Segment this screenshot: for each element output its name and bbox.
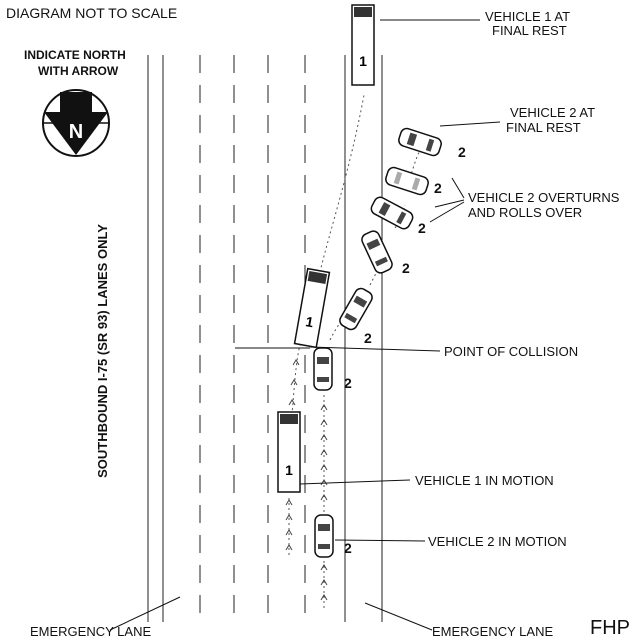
point-of-collision-label: POINT OF COLLISION xyxy=(444,344,578,359)
vehicle-2-final-rest xyxy=(398,127,442,157)
vehicle-1-in-motion: 1 xyxy=(277,411,301,493)
vehicle-2-at-collision xyxy=(313,347,333,391)
road xyxy=(147,55,383,622)
agency-mark: FHP xyxy=(590,617,630,639)
v1-final-rest-label-line2: FINAL REST xyxy=(492,23,567,38)
emergency-lane-right-label: EMERGENCY LANE xyxy=(432,624,553,639)
vehicle-1-final-label: 1 xyxy=(359,53,367,69)
v2-overturns-label-line1: VEHICLE 2 OVERTURNS xyxy=(468,190,620,205)
vehicle-1-motion-label: 1 xyxy=(285,462,293,478)
vehicle-2-final-label: 2 xyxy=(458,144,466,160)
vehicle-2-overturning-2-label: 2 xyxy=(434,180,442,196)
north-instruction-line1: INDICATE NORTH xyxy=(24,48,126,62)
vehicle-2-overturning-1-label: 2 xyxy=(418,220,426,236)
vehicle-2-rotating-1 xyxy=(339,287,373,331)
vehicle-1-at-collision: 1 xyxy=(293,267,331,349)
north-letter: N xyxy=(69,121,83,143)
north-arrow-icon: N xyxy=(42,89,110,157)
vehicle-2-overturning-1 xyxy=(370,196,414,230)
north-instruction-line2: WITH ARROW xyxy=(38,64,119,78)
road-name: SOUTHBOUND I-75 (SR 93) LANES ONLY xyxy=(95,224,110,478)
vehicle-2-rotating-2-label: 2 xyxy=(402,260,410,276)
vehicle-2-rotating-2 xyxy=(361,230,393,274)
v2-final-rest-label-line1: VEHICLE 2 AT xyxy=(510,105,595,120)
v1-final-rest-label-line1: VEHICLE 1 AT xyxy=(485,9,570,24)
emergency-lane-left-label: EMERGENCY LANE xyxy=(30,624,151,639)
vehicle-1-collision-label: 1 xyxy=(304,313,315,330)
vehicle-2-collision-label: 2 xyxy=(344,375,352,391)
vehicle-1-path-arrows xyxy=(285,359,300,551)
vehicle-1-final-rest: 1 xyxy=(351,4,375,86)
v2-final-rest-label-line2: FINAL REST xyxy=(506,120,581,135)
vehicle-2-rotating-1-label: 2 xyxy=(364,330,372,346)
vehicle-2-in-motion xyxy=(314,514,334,558)
scale-note: DIAGRAM NOT TO SCALE xyxy=(6,5,177,21)
vehicle-2-overturning-2 xyxy=(385,166,429,196)
v2-overturns-label-line2: AND ROLLS OVER xyxy=(468,205,582,220)
v1-in-motion-label: VEHICLE 1 IN MOTION xyxy=(415,473,554,488)
vehicle-2-path-arrows xyxy=(320,404,328,601)
v2-in-motion-label: VEHICLE 2 IN MOTION xyxy=(428,534,567,549)
vehicle-2-motion-label: 2 xyxy=(344,540,352,556)
leader-lines xyxy=(109,19,501,631)
